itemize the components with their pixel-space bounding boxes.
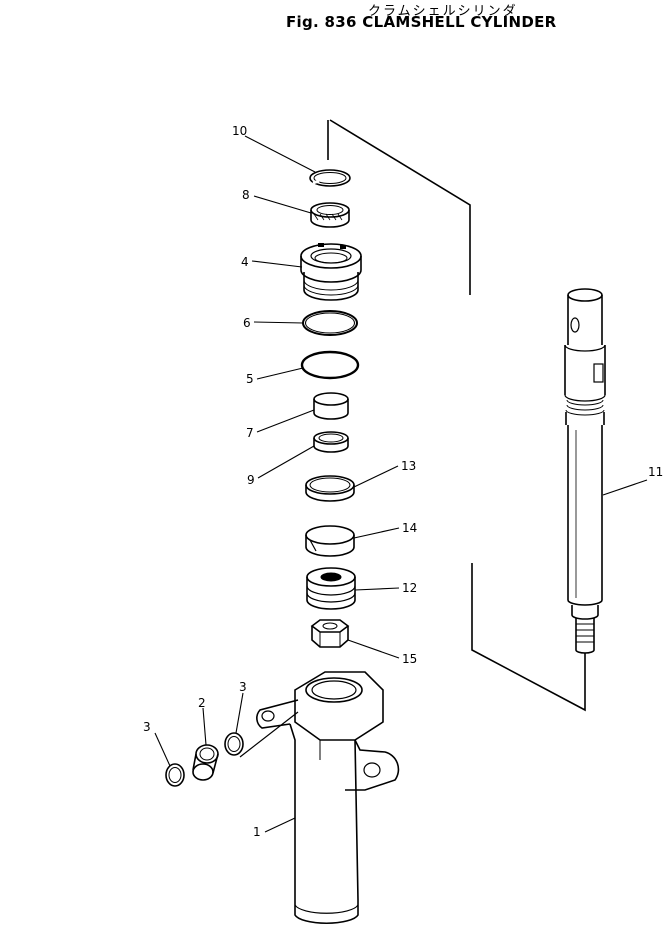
- callout-11: 11: [648, 465, 663, 479]
- figure-title: Fig. 836 CLAMSHELL CYLINDER: [286, 13, 557, 31]
- part-3-ring-right: [224, 732, 244, 756]
- part-6-o-ring: [302, 310, 358, 336]
- callout-2: 2: [198, 696, 206, 710]
- part-13-piston-ring: [305, 475, 355, 502]
- assembly-line-cylinder: [239, 711, 299, 758]
- callout-12: 12: [402, 581, 417, 595]
- part-12-piston: [306, 567, 356, 610]
- leader-lines: [154, 135, 648, 833]
- part-14-wear-ring: [305, 525, 355, 557]
- assembly-line-upper-right: [329, 119, 471, 295]
- part-10-snap-ring: [309, 169, 351, 187]
- callout-4: 4: [241, 255, 249, 269]
- title-japanese: クラムシェルシリンダ: [368, 4, 518, 19]
- callout-13: 13: [401, 459, 416, 473]
- callout-7: 7: [246, 426, 254, 440]
- assembly-line-lower: [471, 563, 586, 712]
- callout-3-left: 3: [143, 720, 151, 734]
- callout-10: 10: [232, 124, 247, 138]
- callout-14: 14: [402, 521, 417, 535]
- part-5-backup-ring: [300, 350, 360, 380]
- part-7-sleeve: [313, 392, 349, 420]
- callout-1: 1: [253, 825, 261, 839]
- part-15-nut: [310, 619, 350, 648]
- callout-8: 8: [242, 188, 250, 202]
- part-1-cylinder: [256, 671, 400, 925]
- part-9-seal: [313, 431, 349, 453]
- callout-labels: 10 8 4 6 5 7 9 13 14 12 15 11 3 2 3 1: [143, 124, 663, 839]
- part-2-pin-bushing: [192, 744, 219, 781]
- callout-6: 6: [243, 316, 251, 330]
- callout-9: 9: [247, 473, 255, 487]
- part-3-ring-left: [165, 763, 185, 787]
- part-4-gland: [300, 243, 362, 301]
- callout-5: 5: [246, 372, 254, 386]
- callout-15: 15: [402, 652, 417, 666]
- part-8-bushing: [310, 202, 350, 228]
- callout-3-right: 3: [239, 680, 247, 694]
- part-11-piston-rod: [564, 288, 606, 654]
